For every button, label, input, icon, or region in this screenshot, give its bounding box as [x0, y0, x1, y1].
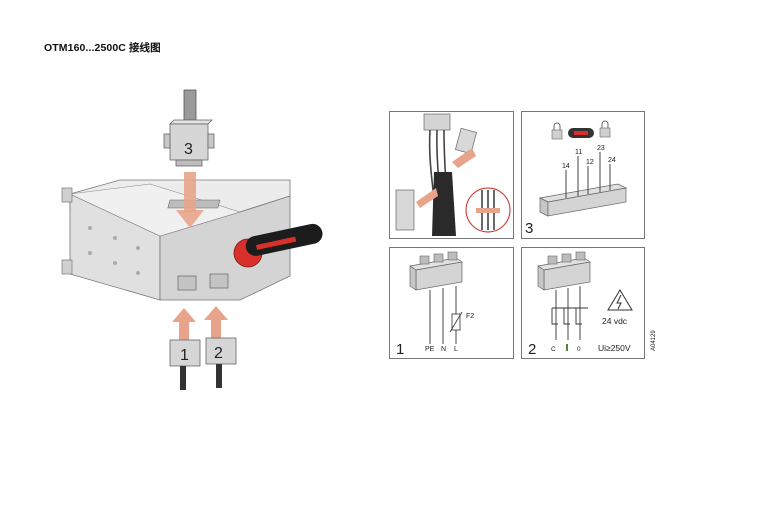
panel-1: F2 PE N L 1: [389, 247, 514, 359]
auxiliary-contact-drawing: 14 11 12 23 24: [538, 120, 628, 217]
terminal-n: N: [441, 346, 446, 353]
power-supply-drawing: F2 PE N L: [409, 251, 474, 353]
connector-label-1: 1: [180, 347, 189, 364]
cable-assembly-panel: [389, 111, 514, 239]
rotary-handle: [233, 223, 323, 268]
terminal-12: 12: [586, 159, 594, 166]
insulation-label: Ui≥250V: [598, 343, 631, 353]
panel-number-2: 2: [528, 341, 537, 358]
panel-number-1: 1: [396, 341, 405, 358]
padlock-icon: [551, 122, 563, 140]
terminal-24: 24: [608, 157, 616, 164]
fuse-f2: F2: [466, 313, 474, 320]
page-title: OTM160...2500C 接线图: [44, 42, 161, 54]
connector-label-3: 3: [184, 141, 193, 158]
terminal-11: 11: [575, 149, 582, 156]
motor-operator-diagram: 3 1 2: [61, 89, 323, 390]
panel-2: C 0 24 vdc Ui≥250V 2: [521, 247, 645, 359]
terminal-l: L: [454, 346, 458, 353]
cable-assembly-drawing: [395, 113, 511, 237]
panel-number-3: 3: [525, 220, 534, 237]
connector-1: [169, 339, 201, 390]
terminal-14: 14: [562, 163, 570, 170]
connector-3: [163, 119, 215, 167]
terminal-0: 0: [577, 346, 581, 353]
padlock-icon: [599, 120, 611, 138]
terminal-c: C: [551, 346, 556, 353]
connector-label-2: 2: [214, 345, 223, 362]
terminal-23: 23: [597, 145, 605, 152]
high-voltage-warning-icon: [607, 289, 633, 311]
connector-2: [205, 337, 237, 388]
panel-3: 14 11 12 23 24 3: [521, 111, 645, 239]
terminal-pe: PE: [425, 346, 435, 353]
control-signal-drawing: C 0 24 vdc Ui≥250V: [537, 251, 633, 353]
voltage-label: 24 vdc: [602, 316, 628, 326]
figure-code: A04129: [651, 330, 657, 351]
